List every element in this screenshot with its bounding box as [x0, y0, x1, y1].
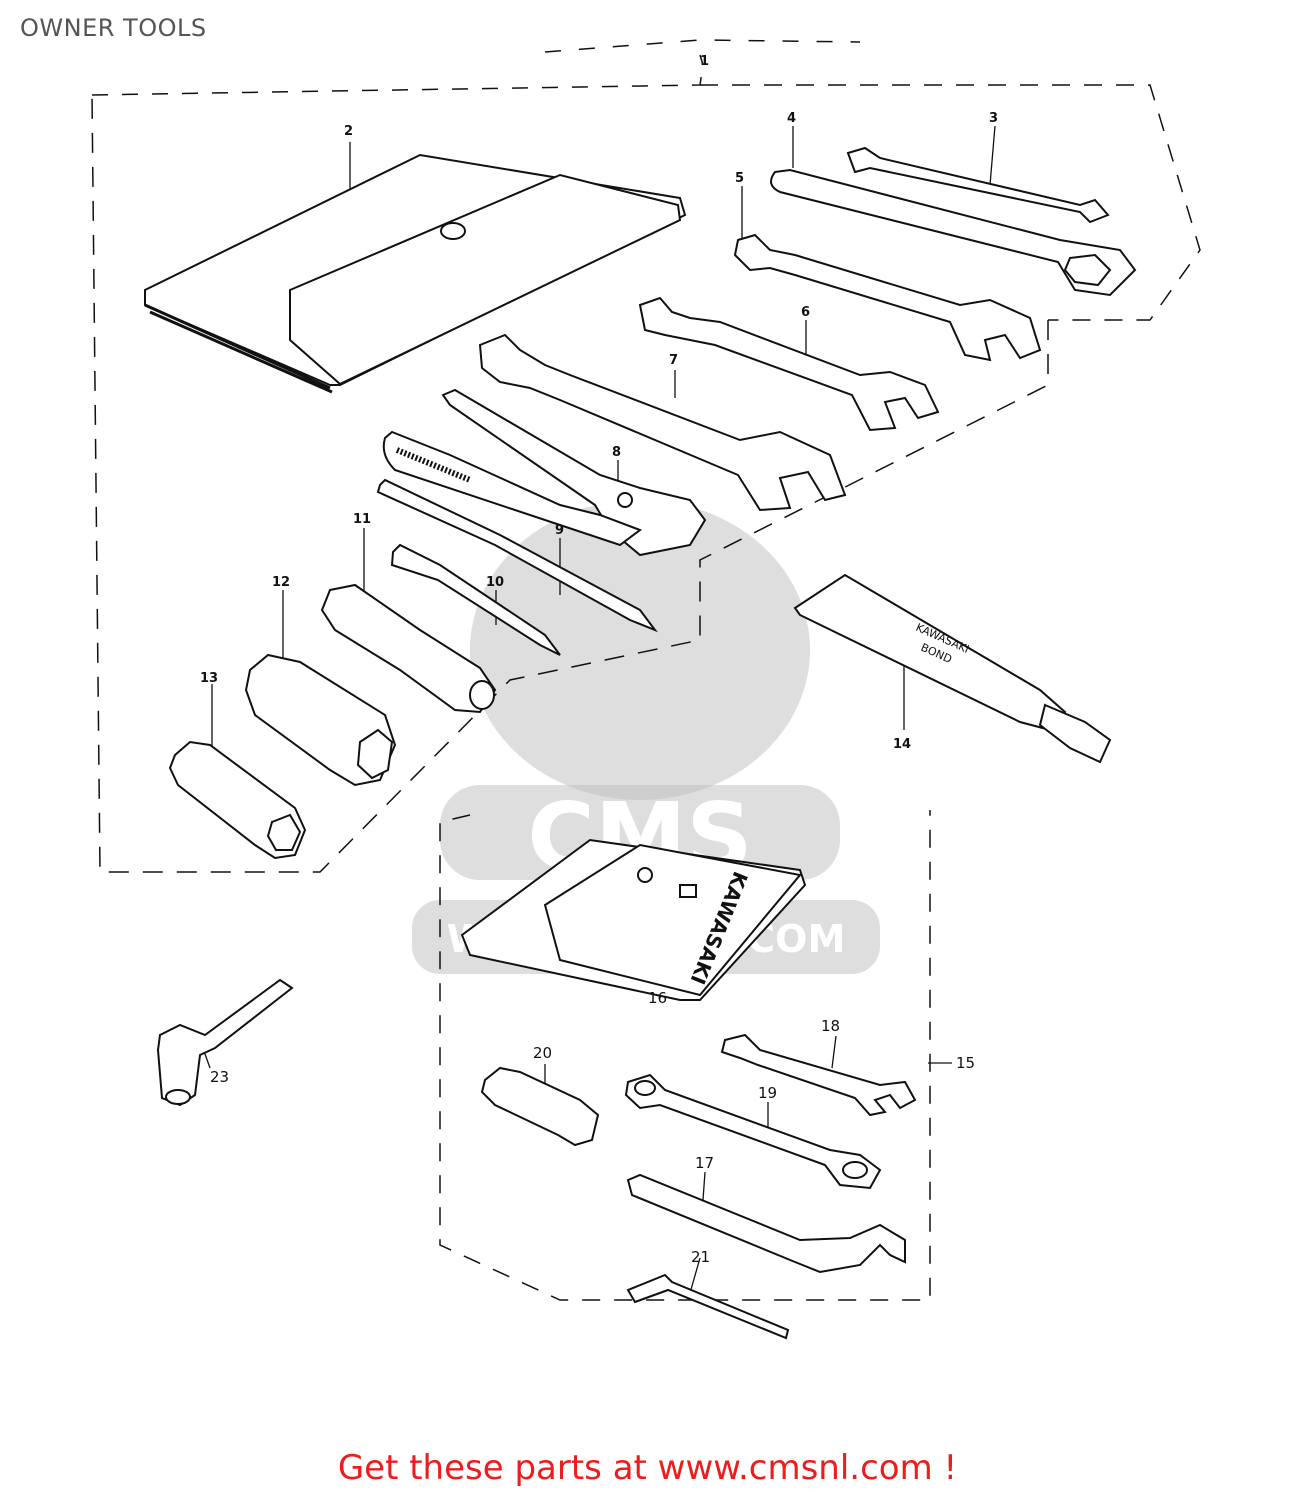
wrench-18-illustration [720, 1033, 917, 1117]
wrench-7-illustration [478, 333, 847, 512]
part-label-4: 4 [787, 111, 796, 126]
wrench-4-illustration [770, 168, 1137, 297]
tool-bag-illustration [144, 153, 687, 394]
box-spanner-13-illustration [168, 740, 307, 860]
part-label-6: 6 [801, 305, 810, 320]
part-label-14: 14 [893, 737, 911, 752]
owner-tools-diagram: CMS WWW.CMSNL.COM [91, 39, 1201, 1340]
tool-set-outline [439, 810, 931, 1301]
part-label-10: 10 [486, 575, 504, 590]
part-label-19: 19 [758, 1084, 777, 1102]
part-label-18: 18 [821, 1017, 840, 1035]
bond-tube-14-illustration: KAWASAKI BOND [793, 573, 1112, 764]
part-label-3: 3 [989, 111, 998, 126]
tool-pouch-16-illustration: KAWASAKI [460, 838, 807, 1001]
page-title: OWNER TOOLS [20, 14, 207, 42]
part-label-23: 23 [210, 1068, 229, 1086]
tool-kit-group-outline [91, 39, 1201, 873]
part-label-21: 21 [691, 1248, 710, 1266]
wrench-6-illustration [638, 296, 940, 432]
hex-key-21-illustration [626, 1273, 790, 1340]
part-label-17: 17 [695, 1154, 714, 1172]
part-label-11: 11 [353, 512, 371, 527]
plug-wrench-20-illustration [480, 1066, 600, 1147]
hook-wrench-17-illustration [626, 1173, 906, 1274]
wrench-5-illustration [733, 233, 1042, 362]
wrench-3-illustration [846, 146, 1110, 224]
part-number-labels: 1 2 3 4 5 6 7 8 9 10 11 12 13 14 15 16 1… [200, 54, 998, 1266]
l-wrench-23-illustration [156, 978, 294, 1107]
part-label-13: 13 [200, 671, 218, 686]
part-label-15: 15 [956, 1054, 975, 1072]
socket-12-illustration [244, 653, 397, 787]
part-label-9: 9 [555, 523, 564, 538]
part-label-20: 20 [533, 1044, 552, 1062]
part-label-8: 8 [612, 445, 621, 460]
watermark-brand-plate [440, 785, 840, 880]
handle-11-illustration [320, 583, 497, 714]
screwdriver-10-illustration [390, 543, 561, 656]
part-label-5: 5 [735, 171, 744, 186]
part-label-7: 7 [669, 353, 678, 368]
part-label-12: 12 [272, 575, 290, 590]
part-label-16: 16 [648, 989, 667, 1007]
wrench-19-illustration [624, 1073, 882, 1190]
pliers-8-illustration [382, 388, 707, 557]
part-label-2: 2 [344, 124, 353, 139]
part-label-1: 1 [700, 54, 709, 69]
screwdriver-9-illustration [376, 478, 658, 633]
footer-parts-link[interactable]: Get these parts at www.cmsnl.com ! [337, 1448, 958, 1488]
